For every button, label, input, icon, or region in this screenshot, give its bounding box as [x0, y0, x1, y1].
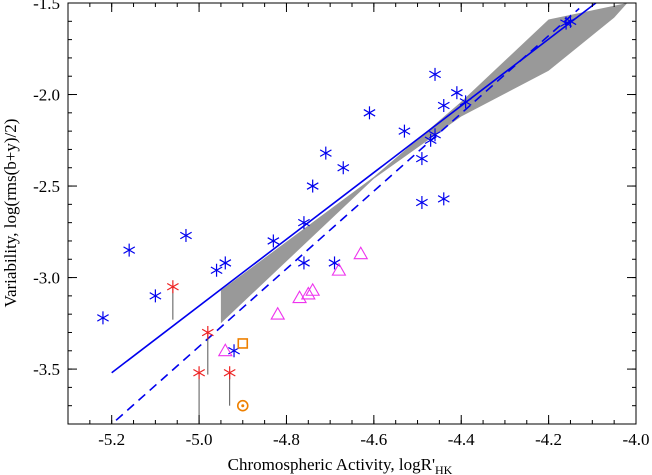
- data-point-asterisk-0-3-stroke: [180, 231, 192, 240]
- x-tick-label: -4.6: [360, 430, 387, 449]
- data-point-asterisk-0-10: [306, 179, 319, 193]
- data-point-asterisk-0-11: [319, 146, 332, 160]
- x-tick-label: -4.2: [535, 430, 562, 449]
- x-tick-label: -5.2: [98, 430, 125, 449]
- x-tick-label: -4.4: [448, 430, 475, 449]
- data-point-triangle-2-6: [353, 246, 369, 260]
- sun-symbol-dot: [241, 404, 245, 408]
- data-point-asterisk-0-22: [437, 192, 450, 206]
- data-point-asterisk-0-8-stroke: [297, 218, 310, 227]
- reference-dashed-line: [115, 7, 580, 421]
- data-point-asterisk-0-23-stroke: [450, 88, 463, 97]
- data-point-asterisk-0-14: [363, 106, 376, 120]
- data-point-asterisk-0-20: [429, 128, 441, 142]
- data-point-asterisk-0-7: [267, 234, 280, 248]
- data-point-triangle-2-0: [217, 343, 233, 357]
- data-point-asterisk-1-2: [201, 325, 214, 339]
- data-point-asterisk-1-1-stroke: [193, 368, 206, 377]
- y-tick-label: -3.5: [33, 360, 60, 379]
- confidence-band: [220, 3, 628, 324]
- data-point-asterisk-0-11-stroke: [319, 149, 332, 157]
- x-axis-title: Chromospheric Activity, logR'HK: [228, 455, 453, 475]
- data-point-asterisk-0-0-stroke: [96, 314, 109, 322]
- y-tick-label: -2.5: [33, 177, 60, 196]
- data-point-triangle-2-2: [292, 290, 308, 304]
- data-point-asterisk-0-13-stroke: [337, 163, 350, 172]
- data-point-asterisk-0-7-stroke: [267, 237, 280, 245]
- data-point-asterisk-0-24: [459, 95, 472, 109]
- y-tick-label: -2.0: [33, 86, 60, 105]
- data-point-asterisk-0-4-stroke: [210, 266, 223, 275]
- data-point-asterisk-0-9-stroke: [297, 259, 310, 267]
- x-axis-title-subscript: HK: [435, 463, 453, 475]
- data-point-asterisk-0-2-stroke: [149, 292, 162, 300]
- data-point-asterisk-0-9: [297, 256, 310, 270]
- data-point-asterisk-0-16-stroke: [415, 154, 428, 163]
- data-point-square-3-0: [237, 338, 249, 349]
- data-point-asterisk-0-15-stroke: [398, 127, 411, 135]
- x-tick-label: -5.0: [186, 430, 213, 449]
- sun-symbol-ring: [236, 399, 249, 412]
- data-point-asterisk-0-24-stroke: [459, 98, 472, 106]
- data-point-triangle-2-4: [305, 282, 321, 296]
- data-point-asterisk-0-23: [450, 86, 463, 100]
- data-point-asterisk-0-10-stroke: [306, 182, 319, 190]
- y-tick-label: -1.5: [33, 0, 60, 13]
- data-point-asterisk-0-21-stroke: [437, 101, 450, 110]
- data-point-asterisk-0-22-stroke: [437, 195, 450, 203]
- data-point-asterisk-0-4: [210, 263, 223, 277]
- y-axis-title: Variability, log(rms(b+y)/2): [1, 119, 20, 308]
- data-point-asterisk-0-19: [429, 67, 441, 81]
- data-point-asterisk-0-20-stroke: [429, 131, 441, 139]
- data-point-asterisk-0-26-stroke: [564, 17, 577, 26]
- data-point-asterisk-0-19-stroke: [429, 70, 441, 79]
- data-point-asterisk-0-1: [123, 243, 136, 257]
- data-point-asterisk-0-12: [328, 256, 341, 270]
- x-tick-label: -4.0: [623, 430, 650, 449]
- data-point-asterisk-0-16: [415, 152, 428, 166]
- data-point-asterisk-0-1-stroke: [123, 246, 136, 254]
- data-point-asterisk-0-15: [398, 124, 411, 138]
- data-point-triangle-2-3: [300, 286, 316, 300]
- data-point-asterisk-0-8: [297, 216, 310, 230]
- data-point-asterisk-0-0: [96, 311, 109, 325]
- data-point-asterisk-0-13: [337, 161, 350, 175]
- data-point-asterisk-0-2: [149, 289, 162, 303]
- data-point-asterisk-1-0: [166, 280, 179, 294]
- data-point-asterisk-1-0-stroke: [166, 282, 179, 291]
- data-point-asterisk-0-21: [437, 99, 450, 113]
- data-point-triangle-2-5: [331, 262, 347, 276]
- data-point-asterisk-1-3: [223, 366, 236, 380]
- data-point-asterisk-1-3-stroke: [223, 368, 236, 377]
- data-point-asterisk-1-1: [193, 366, 206, 380]
- data-point-asterisk-0-26: [564, 14, 577, 28]
- data-point-asterisk-0-14-stroke: [363, 109, 376, 117]
- data-point-triangle-2-1: [270, 306, 286, 320]
- data-point-asterisk-0-17-stroke: [415, 198, 428, 207]
- data-point-sun-4-0: [236, 399, 249, 412]
- data-point-asterisk-0-12-stroke: [328, 259, 341, 267]
- data-point-asterisk-0-17: [415, 196, 428, 210]
- data-point-asterisk-1-2-stroke: [201, 328, 214, 337]
- x-tick-label: -4.8: [273, 430, 300, 449]
- data-point-asterisk-0-5: [219, 256, 232, 270]
- data-point-asterisk-0-5-stroke: [219, 259, 232, 267]
- data-point-asterisk-0-3: [180, 228, 192, 242]
- y-tick-label: -3.0: [33, 269, 60, 288]
